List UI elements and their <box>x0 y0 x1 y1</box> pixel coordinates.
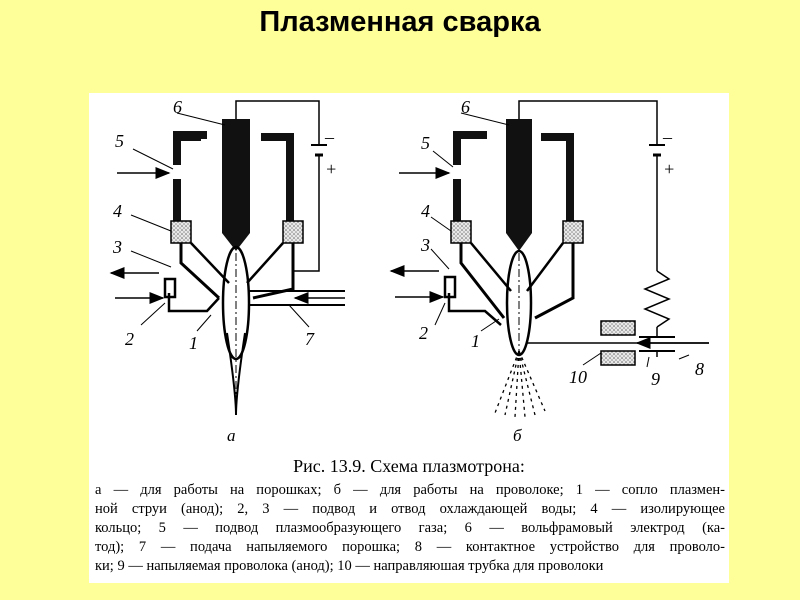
label-a-7: 7 <box>305 329 315 349</box>
plasmatron-diagrams: 5 4 3 2 1 6 7 – + а <box>109 97 709 445</box>
caption-line: ной струи (анод); 2, 3 — подвод и отвод … <box>95 501 725 517</box>
figure-caption-text: а — для работы на порошках; б — для рабо… <box>95 481 725 576</box>
sublabel-a: а <box>227 426 236 445</box>
label-b-1: 1 <box>471 331 480 351</box>
label-b-2: 2 <box>419 323 428 343</box>
b-guide-tube-bottom <box>600 350 636 366</box>
caption-line: кольцо; 5 — подвод плазмообразующего газ… <box>95 520 725 536</box>
diagram-a-powder: 5 4 3 2 1 6 7 – + а <box>109 97 345 445</box>
b-insulating-ring-right <box>562 220 584 244</box>
b-guide-tube-top <box>600 320 636 336</box>
slide-title: Плазменная сварка <box>259 6 541 38</box>
tungsten-electrode <box>222 119 250 233</box>
insulating-ring-left <box>170 220 192 244</box>
label-b-6: 6 <box>461 97 470 117</box>
plasma-arc <box>221 245 251 361</box>
label-a-minus: – <box>324 127 335 147</box>
water-jacket <box>167 293 220 313</box>
caption-line: ки; 9 — напыляемая проволока (анод); 10 … <box>95 558 604 574</box>
circuit-wire-b <box>518 100 658 145</box>
b-right-housing-top <box>541 133 573 141</box>
label-a-2: 2 <box>125 329 134 349</box>
nozzle-left-wall <box>179 243 221 300</box>
label-b-10: 10 <box>569 367 587 387</box>
b-spray-cone <box>494 350 546 418</box>
insulating-ring-right <box>282 220 304 244</box>
circuit-wire-a <box>235 100 320 145</box>
right-housing-side <box>286 133 294 223</box>
label-a-3: 3 <box>112 237 122 257</box>
b-water-jacket <box>447 293 502 326</box>
b-right-housing-side <box>566 133 574 223</box>
b-tungsten-electrode <box>506 119 532 233</box>
b-nozzle-right-wall <box>534 243 575 320</box>
label-b-4: 4 <box>421 201 430 221</box>
figure-panel: 5 4 3 2 1 6 7 – + а <box>89 93 729 583</box>
figure-caption-title: Рис. 13.9. Схема плазмотрона: <box>293 456 525 476</box>
b-resistor <box>643 270 671 328</box>
label-b-3: 3 <box>420 235 430 255</box>
label-a-1: 1 <box>189 333 198 353</box>
gas-inlet-left-lower <box>173 179 181 221</box>
b-gas-inlet-left-upper <box>453 131 487 139</box>
b-insulating-ring-left <box>450 220 472 244</box>
right-housing-top <box>261 133 293 141</box>
label-b-5: 5 <box>421 133 430 153</box>
label-b-plus: + <box>663 159 675 179</box>
b-nozzle-left-wall <box>459 243 506 319</box>
b-gas-inlet-left-lower <box>453 179 461 221</box>
diagram-b-wire: 5 4 3 2 1 6 8 9 10 – + б <box>389 97 709 445</box>
label-a-4: 4 <box>113 201 122 221</box>
sublabel-b: б <box>513 426 522 445</box>
nozzle-right-wall <box>252 243 295 300</box>
caption-line: тод); 7 — подача напыляемого порошка; 8 … <box>95 539 725 555</box>
plasma-jet <box>226 332 246 416</box>
label-a-5: 5 <box>115 131 124 151</box>
label-b-minus: – <box>662 127 673 147</box>
label-a-plus: + <box>325 159 337 179</box>
label-b-9: 9 <box>651 369 660 389</box>
label-a-6: 6 <box>173 97 182 117</box>
caption-line: а — для работы на порошках; б — для рабо… <box>95 482 725 498</box>
gas-inlet-left-upper <box>173 135 201 165</box>
label-b-8: 8 <box>695 359 704 379</box>
